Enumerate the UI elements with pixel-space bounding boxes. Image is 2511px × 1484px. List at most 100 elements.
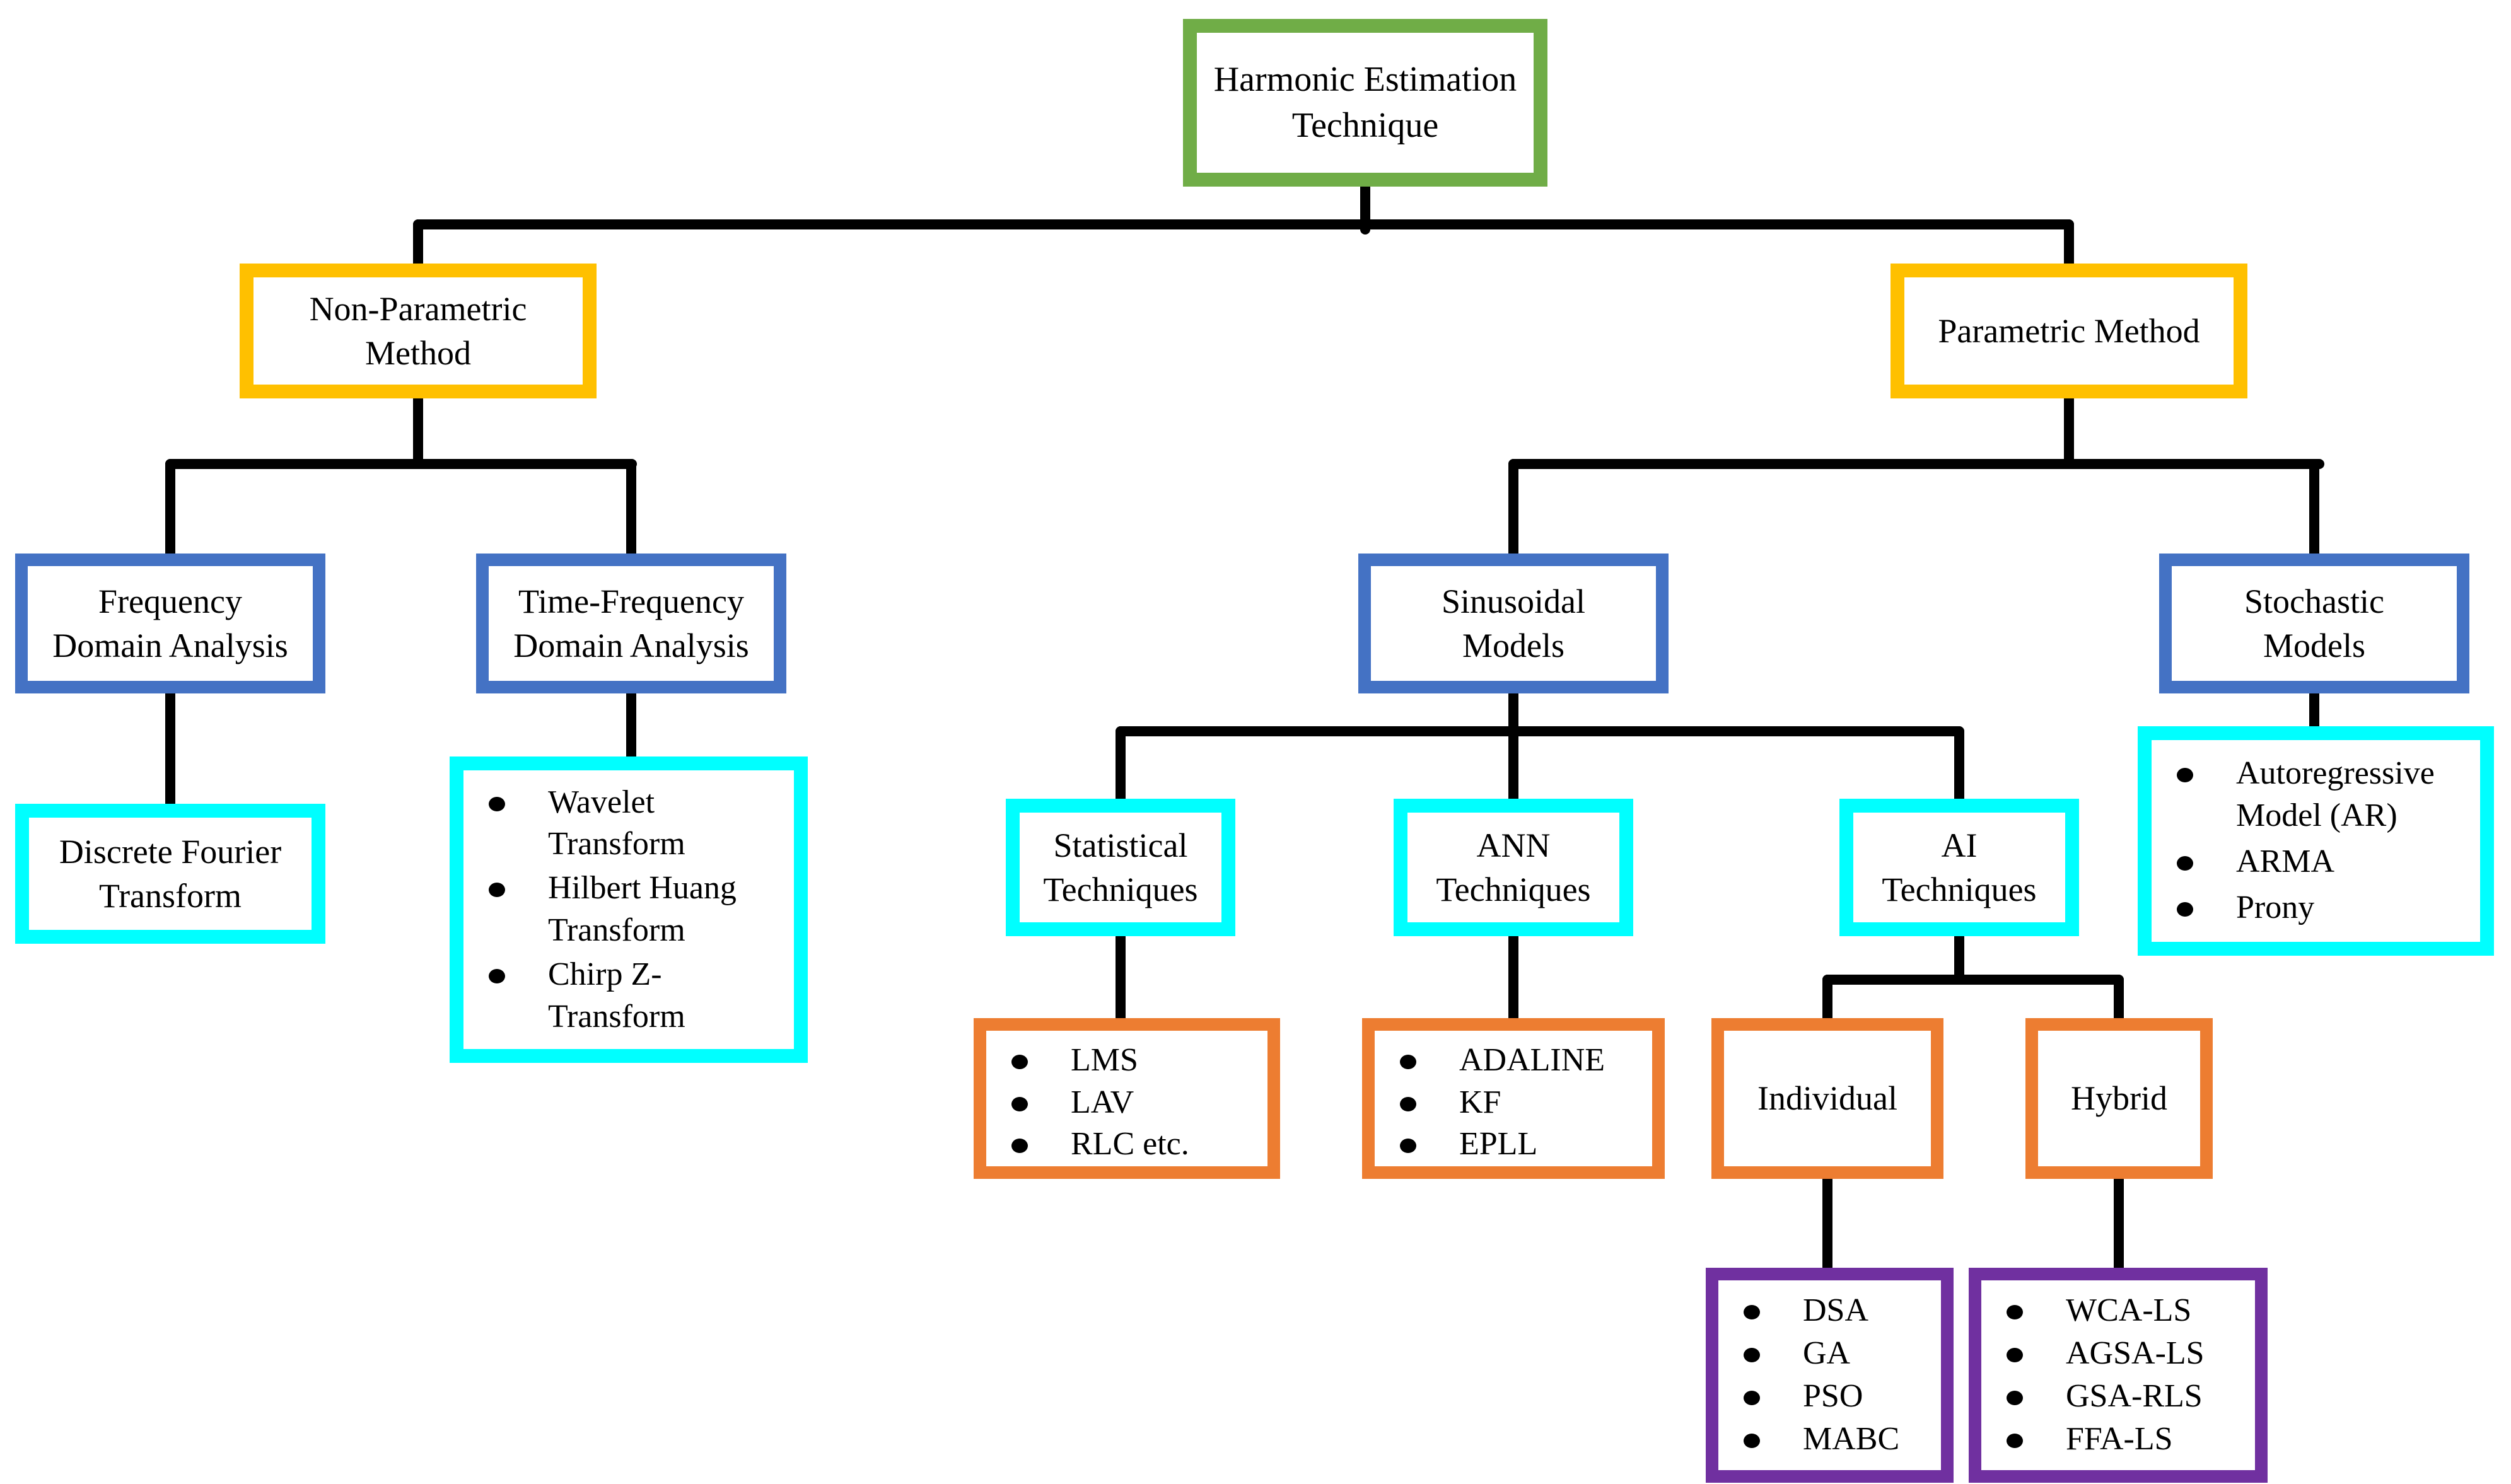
list-stochastic-methods: Autoregressive Model (AR) ARMA Prony xyxy=(2138,726,2494,956)
node-label: Parametric Method xyxy=(1938,311,2200,350)
list-item: Chirp Z-Transform xyxy=(481,954,783,1038)
node-parametric-method: Parametric Method xyxy=(1891,264,2247,398)
node-label: Hybrid xyxy=(2071,1079,2167,1118)
list-item: GSA-RLS xyxy=(1999,1376,2244,1418)
node-hybrid: Hybrid xyxy=(2025,1018,2213,1179)
node-label: Non-Parametric Method xyxy=(309,289,527,372)
list-item-label: LAV xyxy=(1071,1084,1134,1120)
node-non-parametric-method: Non-Parametric Method xyxy=(240,264,597,398)
node-label: Individual xyxy=(1757,1079,1897,1118)
bullet-icon xyxy=(1011,1055,1028,1069)
node-time-frequency-domain-analysis: Time-Frequency Domain Analysis xyxy=(476,554,786,693)
node-ann-techniques: ANN Techniques xyxy=(1394,799,1633,936)
connector-individual-drop xyxy=(1822,975,1832,1026)
list-item-label: Autoregressive Model (AR) xyxy=(2236,755,2435,833)
connector-timefreq-drop xyxy=(626,459,636,561)
connector-nonparam-bar xyxy=(165,459,637,469)
list-item: ARMA xyxy=(2169,841,2469,883)
list-item-label: Prony xyxy=(2236,890,2315,925)
node-sinusoidal-models: Sinusoidal Models xyxy=(1358,554,1669,693)
list-item: EPLL xyxy=(1392,1123,1641,1166)
list-hybrid-methods: WCA-LS AGSA-LS GSA-RLS FFA-LS xyxy=(1969,1268,2268,1483)
connector-nonparam-stem xyxy=(413,391,423,469)
connector-ai-stem xyxy=(1954,932,1964,980)
connector-timefreq-list xyxy=(626,686,636,765)
list-item: PSO xyxy=(1736,1376,1930,1418)
node-label: Sinusoidal Models xyxy=(1441,582,1586,664)
connector-sinusoidal-bar xyxy=(1116,726,1964,736)
node-stochastic-models: Stochastic Models xyxy=(2159,554,2469,693)
list-item-label: DSA xyxy=(1803,1292,1869,1329)
connector-stochastic-drop xyxy=(2309,459,2319,561)
connector-freq-dft xyxy=(165,686,175,812)
list-item: Wavelet Transform xyxy=(481,782,783,866)
list-item-label: Chirp Z-Transform xyxy=(548,956,685,1035)
list-ann-methods: ADALINE KF EPLL xyxy=(1362,1018,1665,1179)
node-statistical-techniques: Statistical Techniques xyxy=(1006,799,1235,936)
connector-statistical-list xyxy=(1116,932,1126,1026)
connector-hybrid-list xyxy=(2114,1174,2124,1276)
list-item-label: ADALINE xyxy=(1459,1042,1605,1078)
list-item-label: WCA-LS xyxy=(2066,1292,2192,1329)
connector-level1-bar xyxy=(413,219,2074,229)
connector-ai-drop xyxy=(1954,726,1964,807)
bullet-icon xyxy=(2177,856,2193,871)
list-item-label: Wavelet Transform xyxy=(548,784,685,862)
bullet-icon xyxy=(489,796,505,811)
bullet-icon xyxy=(2177,768,2193,783)
connector-individual-list xyxy=(1822,1174,1832,1276)
bullet-icon xyxy=(1744,1434,1760,1449)
connector-param-bar xyxy=(1508,459,2324,469)
node-label: Stochastic Models xyxy=(2244,582,2384,664)
bullet-icon xyxy=(1400,1055,1416,1069)
node-label: Frequency Domain Analysis xyxy=(52,582,288,664)
node-individual: Individual xyxy=(1711,1018,1943,1179)
list-item-label: MABC xyxy=(1803,1421,1900,1458)
bullet-icon xyxy=(1744,1391,1760,1406)
list-item-label: RLC etc. xyxy=(1071,1126,1189,1162)
list-item-label: PSO xyxy=(1803,1378,1863,1415)
node-discrete-fourier-transform: Discrete Fourier Transform xyxy=(15,804,325,944)
list-item: AGSA-LS xyxy=(1999,1333,2244,1375)
list-item: WCA-LS xyxy=(1999,1290,2244,1332)
list-item-label: EPLL xyxy=(1459,1126,1538,1162)
connector-ann-list xyxy=(1508,932,1518,1026)
list-item: Hilbert Huang Transform xyxy=(481,867,783,951)
bullet-icon xyxy=(1011,1139,1028,1154)
list-item-label: FFA-LS xyxy=(2066,1421,2173,1458)
bullet-icon xyxy=(1400,1096,1416,1111)
list-item-label: AGSA-LS xyxy=(2066,1335,2205,1372)
node-harmonic-estimation-technique: Harmonic Estimation Technique xyxy=(1183,19,1547,187)
bullet-icon xyxy=(2007,1348,2023,1363)
bullet-icon xyxy=(1744,1305,1760,1320)
bullet-icon xyxy=(2007,1305,2023,1320)
connector-sinusoidal-stem xyxy=(1508,686,1518,807)
list-item: KF xyxy=(1392,1082,1641,1124)
connector-stochastic-list xyxy=(2309,686,2319,734)
list-item: LAV xyxy=(1004,1082,1256,1124)
connector-sinusoidal-drop xyxy=(1508,459,1518,561)
list-item-label: GA xyxy=(1803,1335,1851,1372)
node-label: Harmonic Estimation Technique xyxy=(1213,60,1517,145)
list-individual-methods: DSA GA PSO MABC xyxy=(1706,1268,1954,1483)
list-item: ADALINE xyxy=(1392,1040,1641,1082)
list-item-label: KF xyxy=(1459,1084,1501,1120)
bullet-icon xyxy=(1011,1096,1028,1111)
list-statistical-methods: LMS LAV RLC etc. xyxy=(974,1018,1280,1179)
bullet-icon xyxy=(2177,902,2193,917)
node-label: Time-Frequency Domain Analysis xyxy=(513,582,749,664)
bullet-icon xyxy=(2007,1434,2023,1449)
list-time-frequency-methods: Wavelet Transform Hilbert Huang Transfor… xyxy=(450,756,808,1063)
list-item: FFA-LS xyxy=(1999,1418,2244,1461)
list-item: DSA xyxy=(1736,1290,1930,1332)
list-item-label: LMS xyxy=(1071,1042,1138,1078)
list-item: RLC etc. xyxy=(1004,1123,1256,1166)
list-item-label: GSA-RLS xyxy=(2066,1378,2203,1415)
list-item: Autoregressive Model (AR) xyxy=(2169,753,2469,837)
list-item: GA xyxy=(1736,1333,1930,1375)
node-label: AI Techniques xyxy=(1882,826,2037,908)
list-item: MABC xyxy=(1736,1418,1930,1461)
connector-freq-drop xyxy=(165,459,175,561)
connector-param-stem xyxy=(2064,391,2074,469)
